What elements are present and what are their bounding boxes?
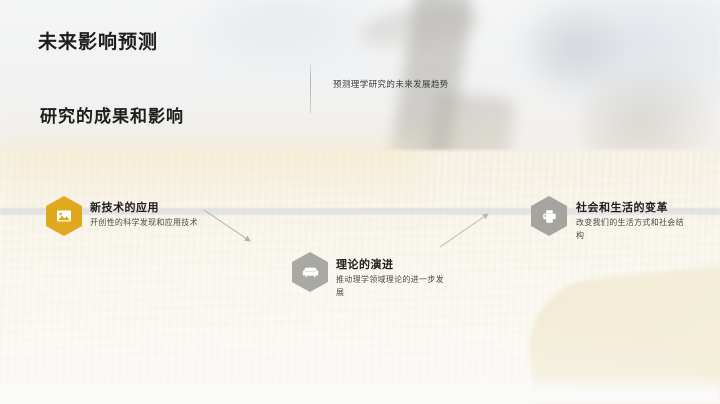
feature-desc-2: 推动理学领域理论的进一步发展	[336, 275, 444, 297]
picture-icon	[57, 210, 71, 222]
hexagon-badge-1	[46, 196, 82, 236]
timeline-bar	[0, 208, 720, 215]
hexagon-shape-gray-2	[531, 196, 567, 236]
feature-title-1: 新技术的应用	[90, 202, 159, 214]
feature-desc-3: 改变我们的生活方式和社会结构	[576, 218, 684, 240]
hexagon-shape-amber	[46, 196, 82, 236]
page-title: 未来影响预测	[38, 32, 159, 53]
vertical-divider	[310, 62, 311, 114]
feature-title-2: 理论的演进	[336, 259, 394, 271]
hexagon-badge-3	[531, 196, 567, 236]
caption-text: 预测理学研究的未来发展趋势	[333, 79, 449, 89]
feature-desc-1: 开创性的科学发现和应用技术	[90, 218, 198, 227]
feature-title-3: 社会和生活的变革	[576, 202, 668, 214]
armchair-icon	[302, 267, 318, 278]
connector-arrow-right	[439, 213, 489, 248]
connector-arrow-left	[203, 209, 251, 242]
hexagon-badge-2	[292, 252, 328, 292]
printer-icon	[542, 209, 556, 223]
hexagon-shape-gray-1	[292, 252, 328, 292]
page-subtitle: 研究的成果和影响	[40, 107, 184, 126]
